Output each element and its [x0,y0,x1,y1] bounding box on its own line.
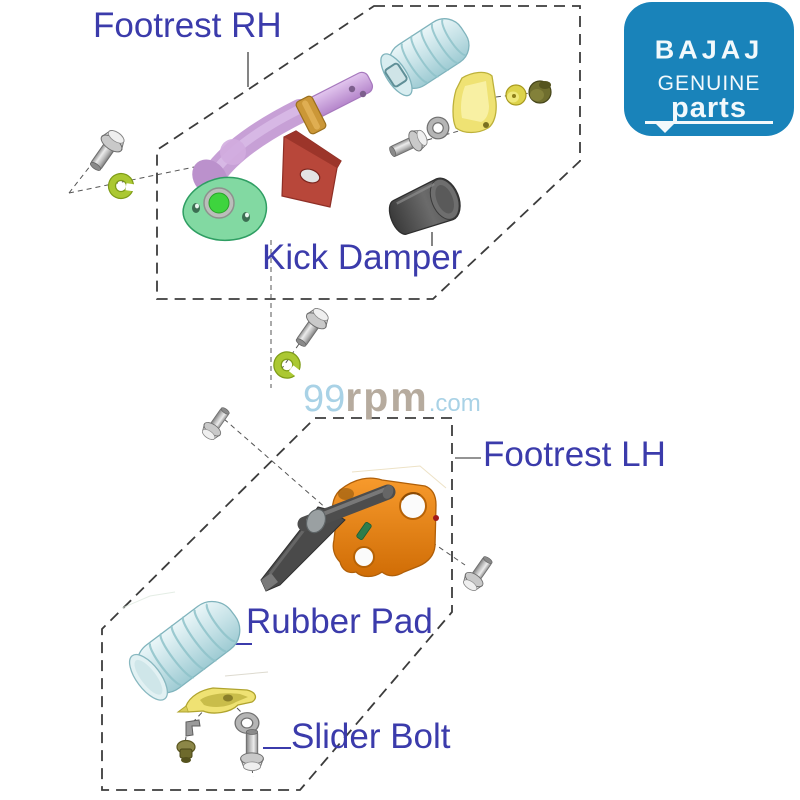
logo-underline [645,121,773,124]
label-footrest-lh: Footrest LH [483,435,666,474]
lh-mount-bolt-right [459,551,498,595]
label-slider-bolt: Slider Bolt [291,717,451,756]
rh-mount-washer [105,169,138,202]
sketch-artifacts [121,465,447,677]
rh-mount-bolt [83,125,130,176]
lh-footrest-arm [260,484,396,592]
lh-slider [176,687,257,714]
label-kick-damper: Kick Damper [262,238,463,277]
rh-slider [452,71,497,134]
rh-slider-screw [528,80,552,104]
watermark-prefix: 99 [303,378,346,420]
kick-damper-part [388,177,461,235]
watermark-suffix: .com [428,390,481,417]
logo-brand-text: BAJAJ [654,35,764,65]
rh-mounting-plate [182,176,268,242]
watermark-mid: rpm [345,374,429,420]
rh-pivot-bracket [281,130,342,208]
rh-slider-nut [505,84,527,106]
rh-lower-bolt [289,304,333,352]
footrest-lh-group-outline [101,417,453,791]
rh-arm-collar [295,95,327,135]
rh-lower-washer [272,350,304,381]
logo-arrow-icon [656,124,674,133]
logo-genuine-text: GENUINE [657,72,761,95]
lh-slider-bolt [240,729,264,771]
rh-rubber-pad [380,18,470,97]
rh-pivot-washer [424,114,452,142]
lh-rubber-pad [128,600,241,701]
lh-mount-bolt [198,403,235,444]
logo-parts-text: parts [671,92,747,124]
lh-pivot-pin [356,522,372,540]
bajaj-genuine-parts-logo: BAJAJ GENUINE parts [624,2,794,136]
rh-footrest-arm [192,71,374,197]
label-footrest-rh: Footrest RH [93,6,282,45]
rh-pivot-bolt [385,125,431,163]
lh-slider-screw [176,739,196,763]
lh-slider-clip [185,719,201,737]
footrest-rh-group-outline [156,5,581,300]
label-rubber-pad: Rubber Pad [246,602,433,641]
